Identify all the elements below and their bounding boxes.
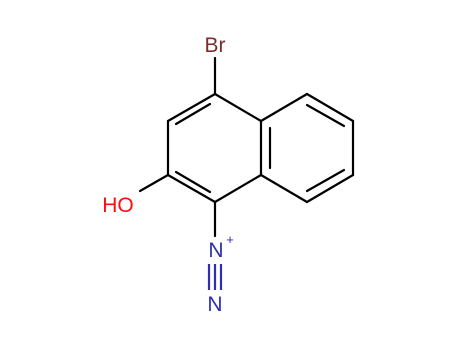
bond-c2-c1 [166, 173, 217, 204]
bond-c1-c8a [213, 173, 263, 204]
bond-c7-c8-inner [305, 168, 346, 193]
bond-c4a-c4 [213, 92, 263, 123]
bond-c4a-c5 [259, 92, 309, 123]
bond-c5-c6-inner [305, 103, 346, 128]
bond-c2-o [138, 173, 170, 193]
bond-c4-c3-inner [174, 102, 212, 126]
bond-c7-c8 [305, 173, 355, 204]
bond-c5-c6 [305, 92, 355, 123]
bond-group [138, 56, 355, 290]
bond-c8-c8a [259, 173, 309, 204]
bond-c4-c3 [166, 92, 217, 123]
terminal-nitrogen-label: N [207, 293, 222, 316]
diazonium-nitrogen-label: N [208, 239, 223, 262]
hydroxyl-atom-label: HO [102, 194, 134, 217]
bromine-atom-label: Br [205, 34, 226, 57]
diazonium-positive-charge: + [226, 232, 234, 247]
bond-c2-c1-inner [174, 170, 212, 194]
